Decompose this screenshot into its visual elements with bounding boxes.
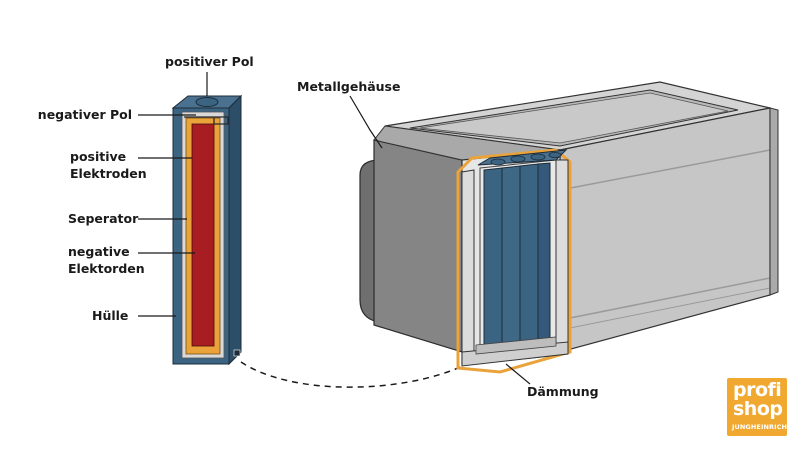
positive-terminal [195,97,219,107]
leader-lines-left [138,72,208,317]
logo-line-1: profi [733,379,782,401]
leader-lines-right [349,95,531,385]
single-cell [171,94,243,366]
label-metallgehaeuse: Metallgehäuse [297,79,401,94]
label-positive-elektroden: positive Elektroden [70,149,147,181]
profishop-logo: profi shop JUNGHEINRICH [727,378,787,436]
cell-stack [477,149,568,349]
insulation-outline [456,148,572,374]
label-daemmung: Dämmung [527,384,599,399]
label-negative-elektorden: negative Elektorden [68,244,145,276]
label-positiver-pol: positiver Pol [165,54,254,69]
battery-housing [359,81,779,374]
label-huelle: Hülle [92,308,129,323]
electrode-stack [191,123,215,347]
logo-brand: JUNGHEINRICH [732,423,788,431]
label-negativer-pol: negativer Pol [37,107,132,122]
label-seperator: Seperator [68,211,139,226]
logo-line-2: shop [733,398,783,420]
connector-dashed [240,361,466,388]
